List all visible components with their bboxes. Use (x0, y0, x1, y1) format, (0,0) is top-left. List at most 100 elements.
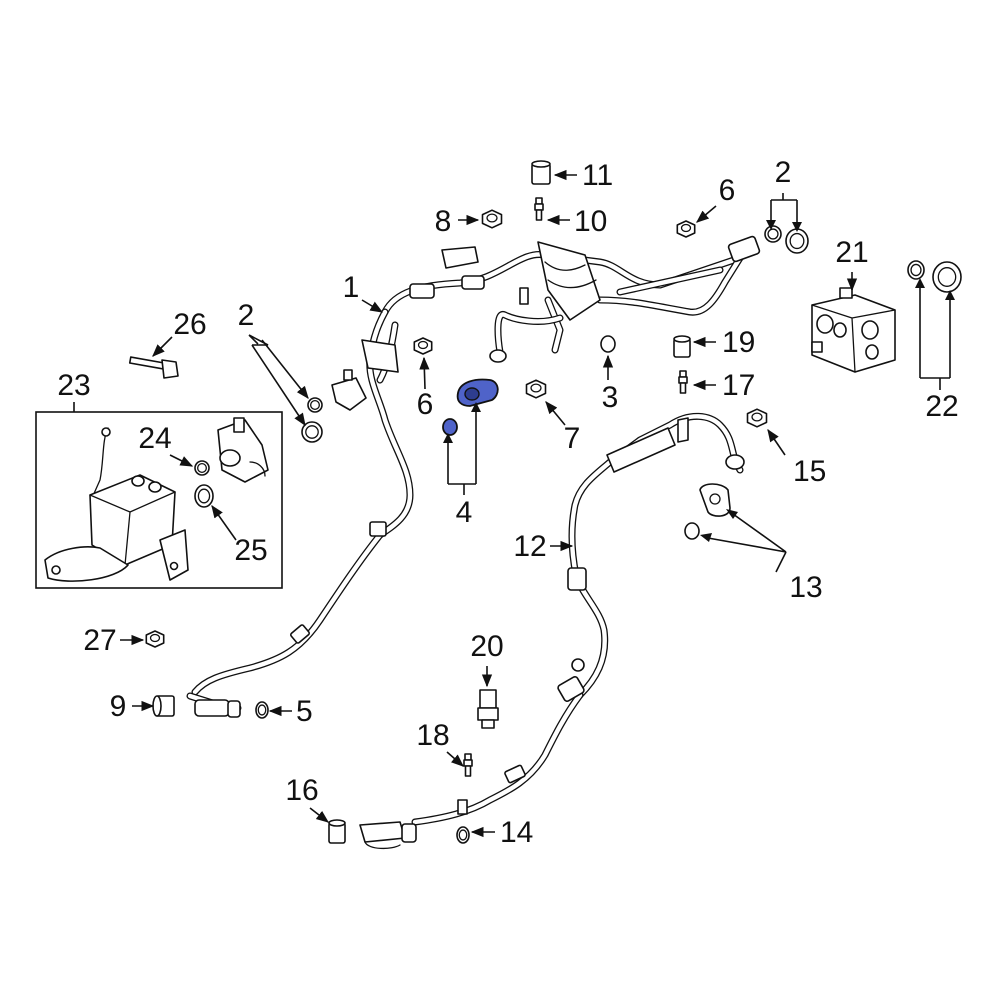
u-bend-end (489, 349, 507, 363)
callout-c27: 27 (83, 624, 116, 657)
port-1 (816, 314, 834, 334)
arrow-2-top-a (766, 220, 776, 230)
ring-inner (257, 704, 267, 716)
box-frame (35, 411, 283, 589)
gasket-ring-highlighted (442, 418, 458, 436)
part-12-liquid-line (359, 412, 745, 850)
part-2-o-rings-top (764, 225, 809, 254)
side-bracket (159, 529, 189, 581)
callout-c19: 19 (722, 326, 755, 359)
leader-2-top (770, 193, 798, 228)
drop-tube-inner (545, 297, 563, 353)
leader-22 (919, 284, 951, 390)
switch-port (219, 449, 241, 467)
valve-hex (534, 203, 544, 211)
arrow-13-a (726, 509, 738, 519)
gasket-ring (684, 522, 700, 540)
part-23-accumulator-box (35, 411, 283, 589)
part-10-valve-core (534, 197, 544, 221)
leader-15 (767, 428, 786, 456)
end-fitting (194, 699, 230, 717)
cap-top (328, 819, 346, 827)
callout-c17: 17 (722, 369, 755, 402)
hose-upper-outline (568, 412, 744, 699)
nut-bore (486, 213, 498, 223)
callout-c11: 11 (582, 159, 613, 192)
hose-u-bend-inner (495, 312, 563, 355)
nut-body (413, 337, 433, 355)
callout-c7: 7 (564, 422, 581, 455)
leader-2-left-b (251, 344, 306, 427)
callout-c22: 22 (925, 390, 958, 423)
hose-upper-inner (569, 414, 743, 698)
cap-rim (152, 695, 162, 717)
leader-13 (707, 513, 787, 573)
gasket-hole (709, 493, 721, 505)
ring-inner (197, 488, 211, 504)
callout-c2a: 2 (775, 156, 792, 189)
service-port-stub (519, 287, 529, 305)
nut-body (481, 209, 503, 229)
mount-plate (44, 546, 129, 582)
end-fitting (359, 821, 406, 843)
callout-c6b: 6 (417, 388, 434, 421)
hose-long-down-outline (191, 531, 384, 696)
sensor-pin (343, 369, 353, 381)
end-nut (227, 700, 241, 718)
part-15-nut (746, 408, 768, 428)
bolt-head (161, 359, 179, 379)
bracket-hole (101, 427, 111, 437)
callout-c25: 25 (234, 534, 267, 567)
part-3-o-ring (600, 335, 616, 353)
mid-joint (567, 567, 587, 591)
hose-lower-inner (412, 692, 583, 825)
leader-4 (447, 408, 477, 495)
leader-2-left-stub (248, 334, 269, 346)
part-11-cap (531, 160, 551, 185)
callout-c8: 8 (435, 205, 452, 238)
part-6-nut-left (413, 337, 433, 355)
part-17-valve-core (678, 370, 688, 394)
part-1-suction-line (186, 235, 761, 718)
port-4 (865, 344, 879, 360)
part-5-o-ring (255, 701, 269, 719)
switch-thread (481, 719, 495, 729)
lower-joint (557, 676, 585, 702)
leader-26 (152, 336, 173, 357)
callout-c21: 21 (835, 236, 868, 269)
end-detail (364, 841, 401, 850)
leader-6-left (419, 356, 430, 390)
part-14-o-ring (456, 826, 470, 844)
callout-c15: 15 (793, 455, 826, 488)
ring-small-outer (907, 260, 925, 280)
valve-stem (679, 382, 687, 394)
callout-c16: 16 (285, 774, 318, 807)
valve-head (464, 753, 472, 761)
ring (600, 335, 616, 353)
valve-hex (463, 759, 473, 767)
part-18-valve-core (463, 753, 473, 777)
cap-top (531, 160, 551, 168)
hose-long-down-inner (192, 532, 383, 695)
ring-large-inner (937, 267, 957, 287)
side-hole (169, 561, 179, 571)
part-27-nut (145, 630, 165, 648)
valve-stem (464, 765, 472, 777)
sleeve-2 (461, 275, 485, 290)
sleeve-large (606, 427, 676, 473)
callout-c13: 13 (789, 571, 822, 604)
valve-edges (811, 304, 896, 373)
part-7-nut (525, 379, 547, 399)
port-cap (571, 658, 585, 672)
gasket-hole (464, 387, 480, 401)
ring-large-outer (932, 261, 962, 293)
part-4-gaskets (442, 378, 499, 436)
part-6-nut-right (676, 220, 696, 238)
part-13-gaskets (684, 483, 731, 540)
hose-middle-inner (617, 267, 723, 295)
port-3 (861, 320, 879, 340)
top-port-2 (148, 481, 162, 493)
nut-bore (149, 633, 161, 643)
arrow-22-a (915, 278, 925, 288)
port-2 (833, 322, 847, 338)
